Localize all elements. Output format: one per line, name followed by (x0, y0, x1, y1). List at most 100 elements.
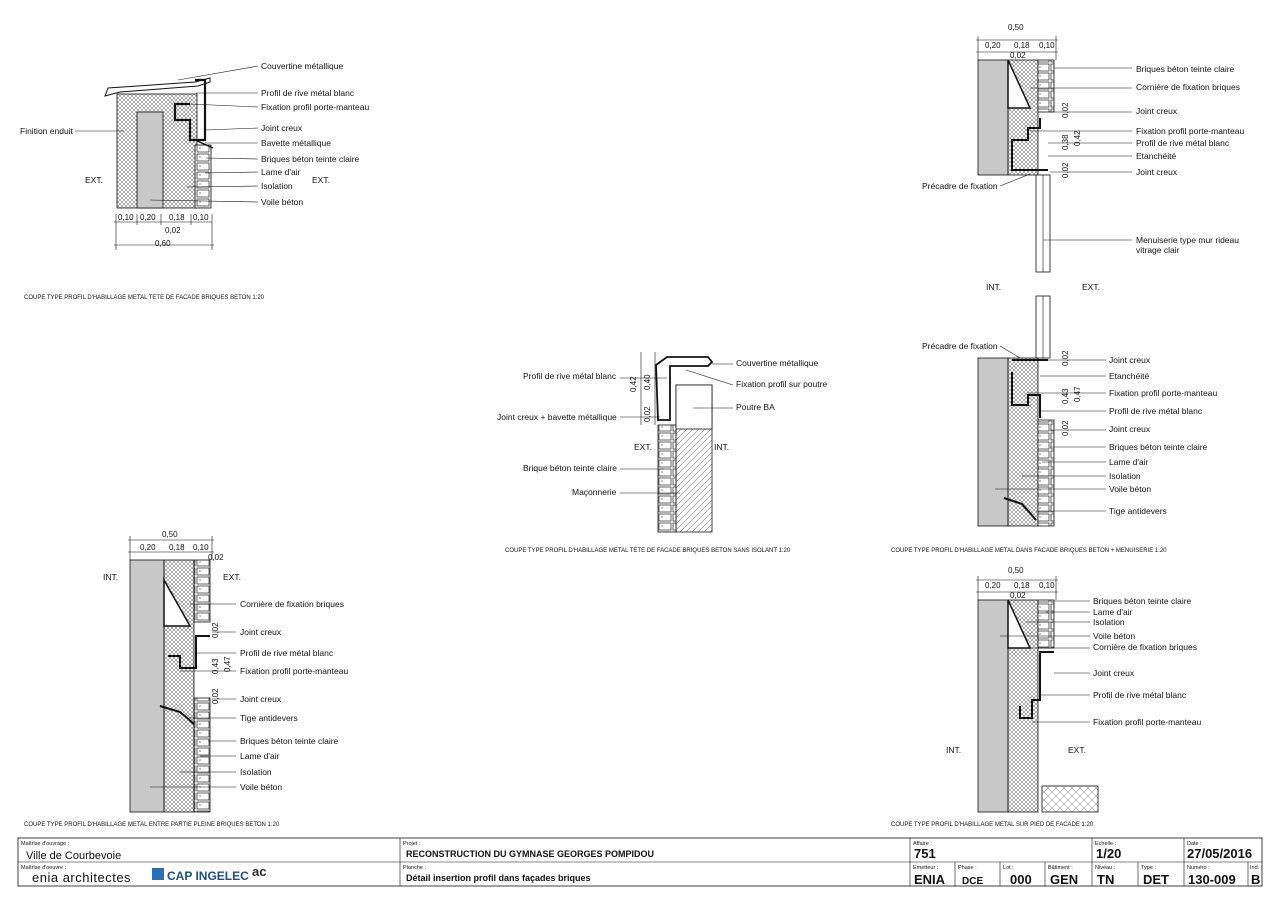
ind-label: Ind. : (1250, 865, 1263, 871)
d4-dim: 0,43 (1061, 388, 1070, 404)
d5-dim: 0,02 (211, 622, 220, 638)
d5-dim: 0,47 (223, 656, 232, 672)
d6-label: Joint creux (1093, 668, 1135, 678)
d5-label: Voile béton (240, 782, 282, 792)
d5-label: Isolation (240, 767, 272, 777)
logo-ac: ac (252, 864, 266, 879)
moe: enia architectes (32, 870, 131, 885)
d3-left-label: Précadre de fixation (922, 181, 998, 191)
niveau-label: Niveau : (1095, 865, 1116, 871)
date: 27/05/2016 (1187, 846, 1252, 861)
d5-dim: 0,02 (211, 688, 220, 704)
lot-label: Lot : (1003, 865, 1014, 871)
d2-right-label: Couvertine métallique (736, 358, 818, 368)
emetteur: ENIA (914, 872, 946, 887)
phase-label: Phase : (958, 865, 977, 871)
d1-label: Fixation profil porte-manteau (261, 102, 369, 112)
d3-dim: 0,42 (1073, 130, 1082, 146)
d3-dim: 0,02 (1010, 51, 1026, 60)
d2-right-label: Fixation profil sur poutre (736, 379, 827, 389)
d5-dim: 0,20 (140, 543, 156, 552)
d1-dim: 0,60 (155, 239, 171, 248)
d6-label: Briques béton teinte claire (1093, 596, 1192, 606)
d5-label: Profil de rive métal blanc (240, 648, 334, 658)
d4-label: Fixation profil porte-manteau (1109, 388, 1217, 398)
numero: 130-009 (1188, 872, 1236, 887)
d1-dim: 0,18 (169, 213, 185, 222)
d1-label: Isolation (261, 181, 293, 191)
d1-label: Voile béton (261, 197, 303, 207)
d5-ext-label: EXT. (223, 572, 241, 582)
batiment-label: Bâtiment : (1048, 865, 1073, 871)
d6-label: Profil de rive métal blanc (1093, 690, 1187, 700)
d2-int-label: INT. (714, 442, 729, 452)
d3-int-label: INT. (986, 282, 1001, 292)
owner: Ville de Courbevoie (26, 850, 121, 862)
emetteur-label: Emetteur : (913, 865, 939, 871)
planche-label: Planche : (403, 865, 426, 871)
d1-caption: COUPE TYPE PROFIL D'HABILLAGE METAL TETE… (24, 295, 265, 301)
d4-caption: COUPE TYPE PROFIL D'HABILLAGE METAL DANS… (891, 548, 1167, 554)
d4-label: Etanchéité (1109, 371, 1149, 381)
d2-dim: 0,02 (643, 406, 652, 422)
d1-label: Bavette métallique (261, 138, 331, 148)
d4-label: Profil de rive métal blanc (1109, 406, 1203, 416)
d3-ext-label: EXT. (1082, 282, 1100, 292)
d6-dim: 0,50 (1008, 566, 1024, 575)
d4-left-label: Précadre de fixation (922, 341, 998, 351)
numero-label: Numéro : (1187, 865, 1210, 871)
d1-ext-label: EXT. (312, 175, 330, 185)
d6-label: Voile béton (1093, 631, 1135, 641)
d3-dim: 0,38 (1061, 134, 1070, 150)
d3-label: Joint creux (1136, 106, 1178, 116)
d1-label: Joint creux (261, 123, 303, 133)
d4-label: Lame d'air (1109, 457, 1149, 467)
d2-left-label: Maçonnerie (572, 487, 617, 497)
d1-label: Profil de rive métal blanc (261, 88, 355, 98)
batiment: GEN (1050, 872, 1078, 887)
projet-label: Projet : (403, 841, 421, 847)
d3-label: Profil de rive métal blanc (1136, 138, 1230, 148)
d3-label: vitrage clair (1136, 245, 1180, 255)
d2-left-label: Profil de rive métal blanc (523, 371, 617, 381)
type-label: Type : (1141, 865, 1156, 871)
d4-label: Joint creux (1109, 355, 1151, 365)
type: DET (1143, 872, 1169, 887)
d6-label: Lame d'air (1093, 607, 1133, 617)
d1-dim: 0,20 (140, 213, 156, 222)
cap-ingelec-logo-icon (152, 868, 164, 880)
d1-label: Briques béton teinte claire (261, 154, 360, 164)
d3-dim: 0,18 (1014, 41, 1030, 50)
owner-label: Maîtrise d'ouvrage : (21, 841, 70, 847)
d1-dim: 0,10 (193, 213, 209, 222)
d6-int-label: INT. (946, 745, 961, 755)
d4-dim: 0,02 (1061, 420, 1070, 436)
d6-dim: 0,18 (1014, 581, 1030, 590)
d5-label: Tige antidevers (240, 713, 298, 723)
d3-label: Menuiserie type mur rideau (1136, 235, 1239, 245)
d3-label: Etanchéité (1136, 151, 1176, 161)
phase: DCE (962, 876, 983, 887)
d5-dim: 0,02 (208, 553, 224, 562)
d2-right-label: Poutre BA (736, 402, 775, 412)
projet: RECONSTRUCTION DU GYMNASE GEORGES POMPID… (406, 849, 654, 859)
detail-2: Profil de rive métal blanc Joint creux +… (497, 352, 827, 554)
d1-label: Lame d'air (261, 167, 301, 177)
d5-label: Fixation profil porte-manteau (240, 666, 348, 676)
d1-ext-label: EXT. (85, 175, 103, 185)
d6-label: Fixation profil porte-manteau (1093, 717, 1201, 727)
d5-dim: 0,18 (169, 543, 185, 552)
moe-label: Maîtrise d'oeuvre : (21, 865, 67, 871)
d3-label: Fixation profil porte-manteau (1136, 126, 1244, 136)
d3-label: Cornière de fixation briques (1136, 82, 1240, 92)
d3-label: Joint creux (1136, 167, 1178, 177)
d3-label: Briques béton teinte claire (1136, 64, 1235, 74)
d6-dim: 0,20 (985, 581, 1001, 590)
affaire: 751 (914, 846, 936, 861)
d2-left-label: Joint creux + bavette métallique (497, 412, 617, 422)
detail-4: Précadre de fixation Joint creux Etanché… (891, 295, 1217, 554)
d3-dim: 0,02 (1061, 162, 1070, 178)
detail-3: 0,50 0,20 0,18 0,10 0,02 0,02 0,38 0,42 … (922, 23, 1244, 292)
d5-label: Lame d'air (240, 751, 280, 761)
lot: 000 (1010, 872, 1032, 887)
